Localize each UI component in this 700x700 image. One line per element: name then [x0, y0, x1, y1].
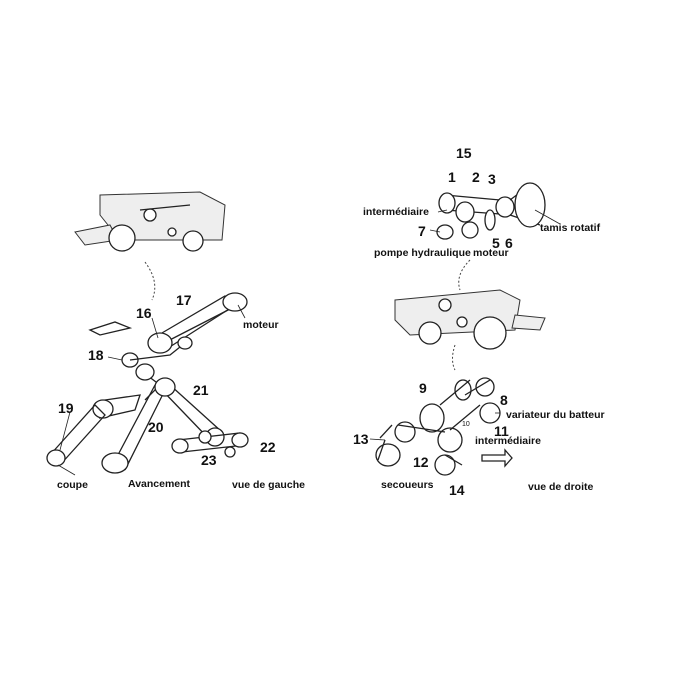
label-variateur-du-batteur: variateur du batteur [506, 409, 605, 421]
part-number-12: 12 [413, 454, 429, 470]
part-number-19: 19 [58, 400, 74, 416]
part-number-11: 11 [494, 423, 509, 439]
part-number-17: 17 [176, 292, 192, 308]
label-coupe: coupe [57, 479, 88, 491]
part-number-5: 5 [492, 235, 500, 251]
left-belt-assembly [46, 292, 249, 474]
right-bottom-assembly [375, 377, 513, 476]
part-number-9: 9 [419, 380, 427, 396]
zoom-arrow-left [144, 261, 156, 301]
part-number-13: 13 [353, 431, 369, 447]
part-number-8: 8 [500, 392, 508, 408]
part-number-16: 16 [136, 305, 152, 321]
leader-lines [57, 209, 561, 476]
label-intermediaire-bottom: intermédiaire [475, 435, 541, 447]
label-avancement: Avancement [128, 478, 191, 490]
combine-thumbnail-left [74, 191, 226, 252]
label-vue-de-droite: vue de droite [528, 481, 594, 493]
part-number-3: 3 [488, 171, 496, 187]
right-top-assembly [436, 182, 546, 240]
label-vue-de-gauche: vue de gauche [232, 479, 305, 491]
part-number-20: 20 [148, 419, 164, 435]
label-tamis-rotatif: tamis rotatif [540, 222, 601, 234]
label-moteur-left: moteur [243, 319, 279, 331]
label-moteur-right: moteur [473, 247, 509, 259]
part-number-23: 23 [201, 452, 217, 468]
label-intermediaire-top: intermédiaire [363, 206, 429, 218]
part-number-7: 7 [418, 223, 426, 239]
part-number-21: 21 [193, 382, 209, 398]
part-number-14: 14 [449, 482, 465, 498]
part-number-6: 6 [505, 235, 513, 251]
part-number-2: 2 [472, 169, 480, 185]
part-number-18: 18 [88, 347, 104, 363]
part-number-22: 22 [260, 439, 276, 455]
label-pompe-hydraulique: pompe hydraulique [374, 247, 471, 259]
combine-thumbnail-right [394, 289, 546, 350]
part-number-15: 15 [456, 145, 472, 161]
part-number-1: 1 [448, 169, 456, 185]
part-number-10: 10 [462, 421, 470, 428]
label-secoueurs: secoueurs [381, 479, 434, 491]
